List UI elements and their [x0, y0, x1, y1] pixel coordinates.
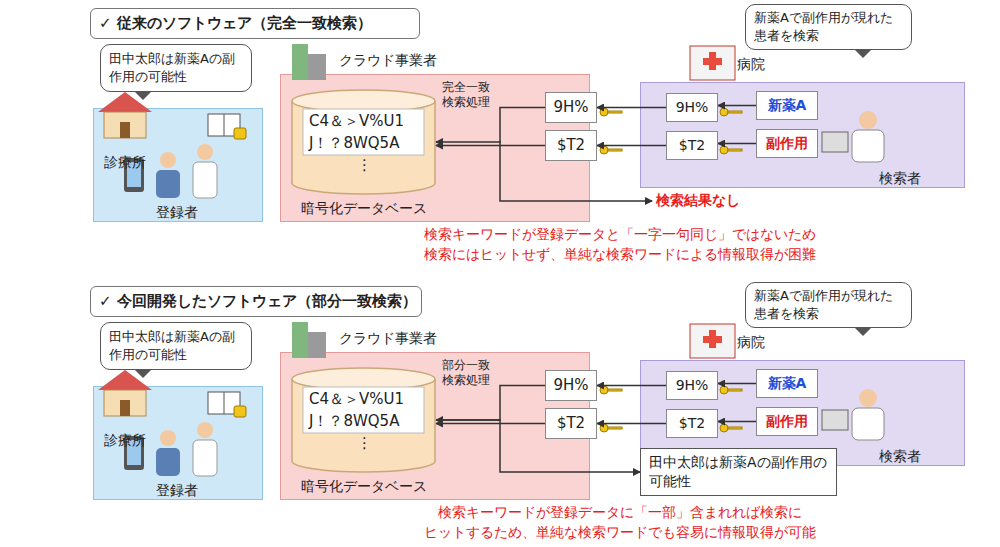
node-text: 診療所 — [104, 153, 146, 172]
database-cylinder: C4＆＞V%U1J！？8WQ5A⋮ — [291, 89, 436, 195]
node-text: 副作用 — [766, 412, 808, 431]
note-text: 検索キーワードが登録データに「一部」含まれれば検索に — [300, 504, 940, 522]
node-text: 9H% — [553, 375, 588, 395]
speech-bubble: 田中太郎は新薬Aの副作用の可能性 — [100, 44, 252, 92]
speech-bubble: 田中太郎は新薬Aの副作用の可能性 — [100, 322, 252, 370]
node-text: 田中太郎は新薬Aの副作用の可能性 — [109, 50, 243, 85]
node-text: 田中太郎は新薬Aの副作用の可能性 — [109, 328, 243, 363]
node-text: 診療所 — [104, 431, 146, 450]
node-text: 新薬Aで副作用が現れた患者を検索 — [754, 287, 903, 322]
encrypted-key-box: 9H% — [666, 93, 718, 122]
encrypted-key-box: $T2 — [666, 131, 718, 160]
note-text: 検索キーワードが登録データと「一字一句同じ」ではないため — [300, 226, 940, 244]
node-text: $T2 — [557, 413, 585, 433]
speech-bubble: 新薬Aで副作用が現れた患者を検索 — [745, 282, 912, 328]
node-text: 新薬Aで副作用が現れた患者を検索 — [754, 9, 903, 44]
node-text: C4＆＞V%U1 — [309, 111, 404, 131]
cloud-area: クラウド事業者暗号化データベースC4＆＞V%U1J！？8WQ5A⋮ — [280, 352, 590, 500]
connector — [597, 423, 666, 425]
node-text: 新薬A — [768, 374, 807, 393]
keyword-box: 副作用 — [756, 129, 818, 158]
cloud-area: クラウド事業者暗号化データベースC4＆＞V%U1J！？8WQ5A⋮ — [280, 74, 590, 222]
node-text: 暗号化データベース — [301, 199, 427, 218]
heading-box: ✓ 従来のソフトウェア（完全一致検索） — [90, 8, 420, 39]
connector — [718, 143, 756, 145]
node-text: J！？8WQ5A — [309, 133, 399, 153]
connector — [597, 385, 666, 387]
node-text: 検索者 — [879, 169, 921, 188]
node-text: ⋮ — [357, 433, 372, 453]
node-text: 田中太郎は新薬Aの副作用の可能性 — [649, 453, 828, 491]
connector — [718, 421, 756, 423]
connector — [436, 386, 545, 421]
panel-icons — [98, 322, 884, 476]
node-text: $T2 — [679, 136, 705, 155]
node-text: $T2 — [557, 135, 585, 155]
process-label: 完全一致検索処理 — [442, 80, 498, 110]
connector — [436, 108, 545, 143]
connector — [718, 105, 756, 107]
node-text: 病院 — [737, 333, 765, 352]
note-text: ヒットするため、単純な検索ワードでも容易に情報取得が可能 — [300, 524, 940, 542]
node-text: 9H% — [676, 98, 709, 117]
encrypted-key-box: 9H% — [545, 370, 597, 401]
result-box: 田中太郎は新薬Aの副作用の可能性 — [640, 448, 837, 496]
heading-box: ✓ 今回開発したソフトウェア（部分一致検索） — [90, 286, 422, 317]
node-text: ⋮ — [357, 155, 372, 175]
node-text: 9H% — [553, 97, 588, 117]
connector — [436, 420, 640, 472]
connector — [436, 145, 545, 147]
node-text: C4＆＞V%U1 — [309, 389, 404, 409]
encrypted-key-box: 9H% — [666, 371, 718, 400]
hospital-area: 病院検索者9H%$T2新薬A副作用 — [640, 82, 965, 188]
node-text: 検索者 — [879, 447, 921, 466]
process-label: 部分一致検索処理 — [442, 358, 498, 388]
node-text: 登録者 — [156, 203, 198, 222]
connector — [597, 107, 666, 109]
encrypted-key-box: 9H% — [545, 92, 597, 123]
note-text: 検索結果なし — [656, 192, 740, 210]
node-text: 9H% — [676, 376, 709, 395]
connector — [718, 383, 756, 385]
node-text: J！？8WQ5A — [309, 411, 399, 431]
node-text: ✓ 今回開発したソフトウェア（部分一致検索） — [99, 291, 417, 311]
node-text: 副作用 — [766, 134, 808, 153]
database-cylinder: C4＆＞V%U1J！？8WQ5A⋮ — [291, 367, 436, 473]
panel-icons — [98, 44, 884, 198]
encrypted-key-box: $T2 — [545, 130, 597, 161]
speech-bubble: 新薬Aで副作用が現れた患者を検索 — [745, 4, 912, 50]
note-text: 検索にはヒットせず、単純な検索ワードによる情報取得が困難 — [300, 246, 940, 264]
node-text: $T2 — [679, 414, 705, 433]
node-text: ✓ 従来のソフトウェア（完全一致検索） — [99, 13, 372, 33]
node-text: クラウド事業者 — [339, 51, 437, 70]
node-text: 登録者 — [156, 481, 198, 500]
encrypted-key-box: $T2 — [545, 408, 597, 439]
keyword-box: 新薬A — [756, 91, 818, 120]
connector — [436, 423, 545, 425]
keyword-box: 新薬A — [756, 369, 818, 398]
connector — [597, 145, 666, 147]
node-text: クラウド事業者 — [339, 329, 437, 348]
result-arrow — [500, 141, 652, 201]
encrypted-key-box: $T2 — [666, 409, 718, 438]
node-text: 新薬A — [768, 96, 807, 115]
keyword-box: 副作用 — [756, 407, 818, 436]
node-text: 暗号化データベース — [301, 477, 427, 496]
node-text: 病院 — [737, 55, 765, 74]
